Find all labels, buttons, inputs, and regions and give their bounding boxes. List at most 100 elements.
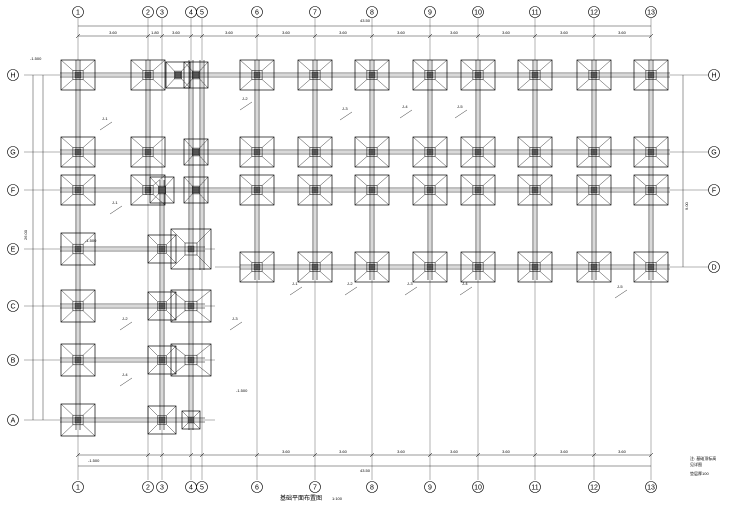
axis-bubble-label: F	[712, 187, 716, 194]
dim-label-top: 3.60	[560, 30, 569, 35]
footing-slope	[412, 174, 426, 186]
column	[311, 186, 319, 194]
dim-tick	[475, 452, 481, 458]
footing-outline	[517, 136, 553, 168]
axis-bubble-label: 7	[313, 484, 317, 491]
axis-bubble-label: 9	[428, 9, 432, 16]
footing-slope	[82, 156, 96, 168]
footing-slope	[60, 403, 74, 416]
column	[192, 71, 200, 79]
footing	[239, 174, 275, 206]
dim-tick	[159, 33, 165, 39]
footing-slope	[82, 136, 96, 148]
footing-slope	[82, 232, 96, 245]
dim-tick	[199, 452, 205, 458]
column	[158, 416, 166, 424]
footing	[170, 289, 212, 323]
footing-slope	[376, 271, 390, 283]
footing-pedestal	[366, 147, 378, 157]
column	[590, 71, 598, 79]
axis-bubble: G	[7, 146, 19, 158]
footing-pedestal	[309, 185, 321, 195]
column	[647, 148, 655, 156]
axis-bubble: D	[708, 261, 720, 273]
column	[253, 263, 261, 271]
footing-tag: J-5	[617, 284, 623, 289]
footing	[170, 343, 212, 377]
footing-outline	[170, 289, 212, 323]
axis-bubble: E	[7, 243, 19, 255]
footing-tag: J-2	[242, 96, 248, 101]
footing-pedestal	[72, 300, 84, 312]
footing-outline	[460, 136, 496, 168]
axis-bubble-circle	[645, 6, 657, 18]
column	[74, 416, 82, 424]
footing-outline	[170, 228, 212, 270]
footing	[297, 59, 333, 91]
footing-pedestal	[366, 70, 378, 80]
footing-slope	[181, 61, 191, 72]
note-line-3: 垫层厚100	[690, 470, 709, 476]
footing-slope	[199, 155, 209, 166]
footing-slope	[633, 194, 647, 206]
footing-outline	[149, 176, 175, 204]
footing-slope	[412, 271, 426, 283]
column	[474, 186, 482, 194]
footing-slope	[576, 194, 590, 206]
column	[187, 245, 195, 253]
footing-pedestal	[157, 301, 167, 311]
footing-slope	[82, 310, 96, 323]
footing-slope	[239, 251, 253, 263]
footing-slope	[482, 59, 496, 71]
footing-slope	[655, 174, 669, 186]
footing-slope	[183, 155, 193, 166]
footing-slope	[633, 156, 647, 168]
tag-leader	[119, 377, 133, 387]
footing-slope	[239, 59, 253, 71]
column	[74, 245, 82, 253]
footing	[60, 59, 96, 91]
footing	[239, 136, 275, 168]
footing-outline	[147, 345, 177, 375]
axis-bubble: G	[708, 146, 720, 158]
axis-bubble-label: 12	[590, 9, 598, 16]
footing-outline	[412, 136, 448, 168]
footing-slope	[354, 156, 368, 168]
axis-bubble-circle	[708, 261, 720, 273]
footing-slope	[354, 194, 368, 206]
footing	[412, 174, 448, 206]
axis-bubble-label: 2	[146, 9, 150, 16]
footing-slope	[354, 136, 368, 148]
footing-slope	[633, 59, 647, 71]
footing-slope	[482, 156, 496, 168]
footing-pedestal	[142, 147, 154, 157]
footing-pedestal	[72, 243, 84, 255]
dim-tick	[254, 452, 260, 458]
dim-label-top: 3.60	[282, 30, 291, 35]
footing-outline	[633, 251, 669, 283]
footing-tag: J-4	[402, 104, 408, 109]
tag-leader	[459, 286, 473, 296]
footing-tag: J-5	[457, 104, 463, 109]
footing-slope	[460, 194, 474, 206]
tag-leader	[239, 101, 253, 111]
column	[187, 416, 195, 424]
footing-slope	[633, 271, 647, 283]
axis-bubble-label: 1	[76, 9, 80, 16]
axis-bubble: 13	[645, 6, 657, 18]
footing-pedestal	[192, 147, 200, 157]
footing-slope	[319, 79, 333, 91]
dim-tick	[648, 33, 654, 39]
footing-tag: J-4	[122, 372, 128, 377]
dim-tick	[427, 33, 433, 39]
footing-pedestal	[251, 70, 263, 80]
axis-bubble-circle	[424, 481, 436, 493]
footing-slope	[434, 156, 448, 168]
footing-pedestal	[251, 262, 263, 272]
footing-slope	[376, 194, 390, 206]
column	[311, 148, 319, 156]
axis-bubble-circle	[529, 481, 541, 493]
column	[647, 186, 655, 194]
